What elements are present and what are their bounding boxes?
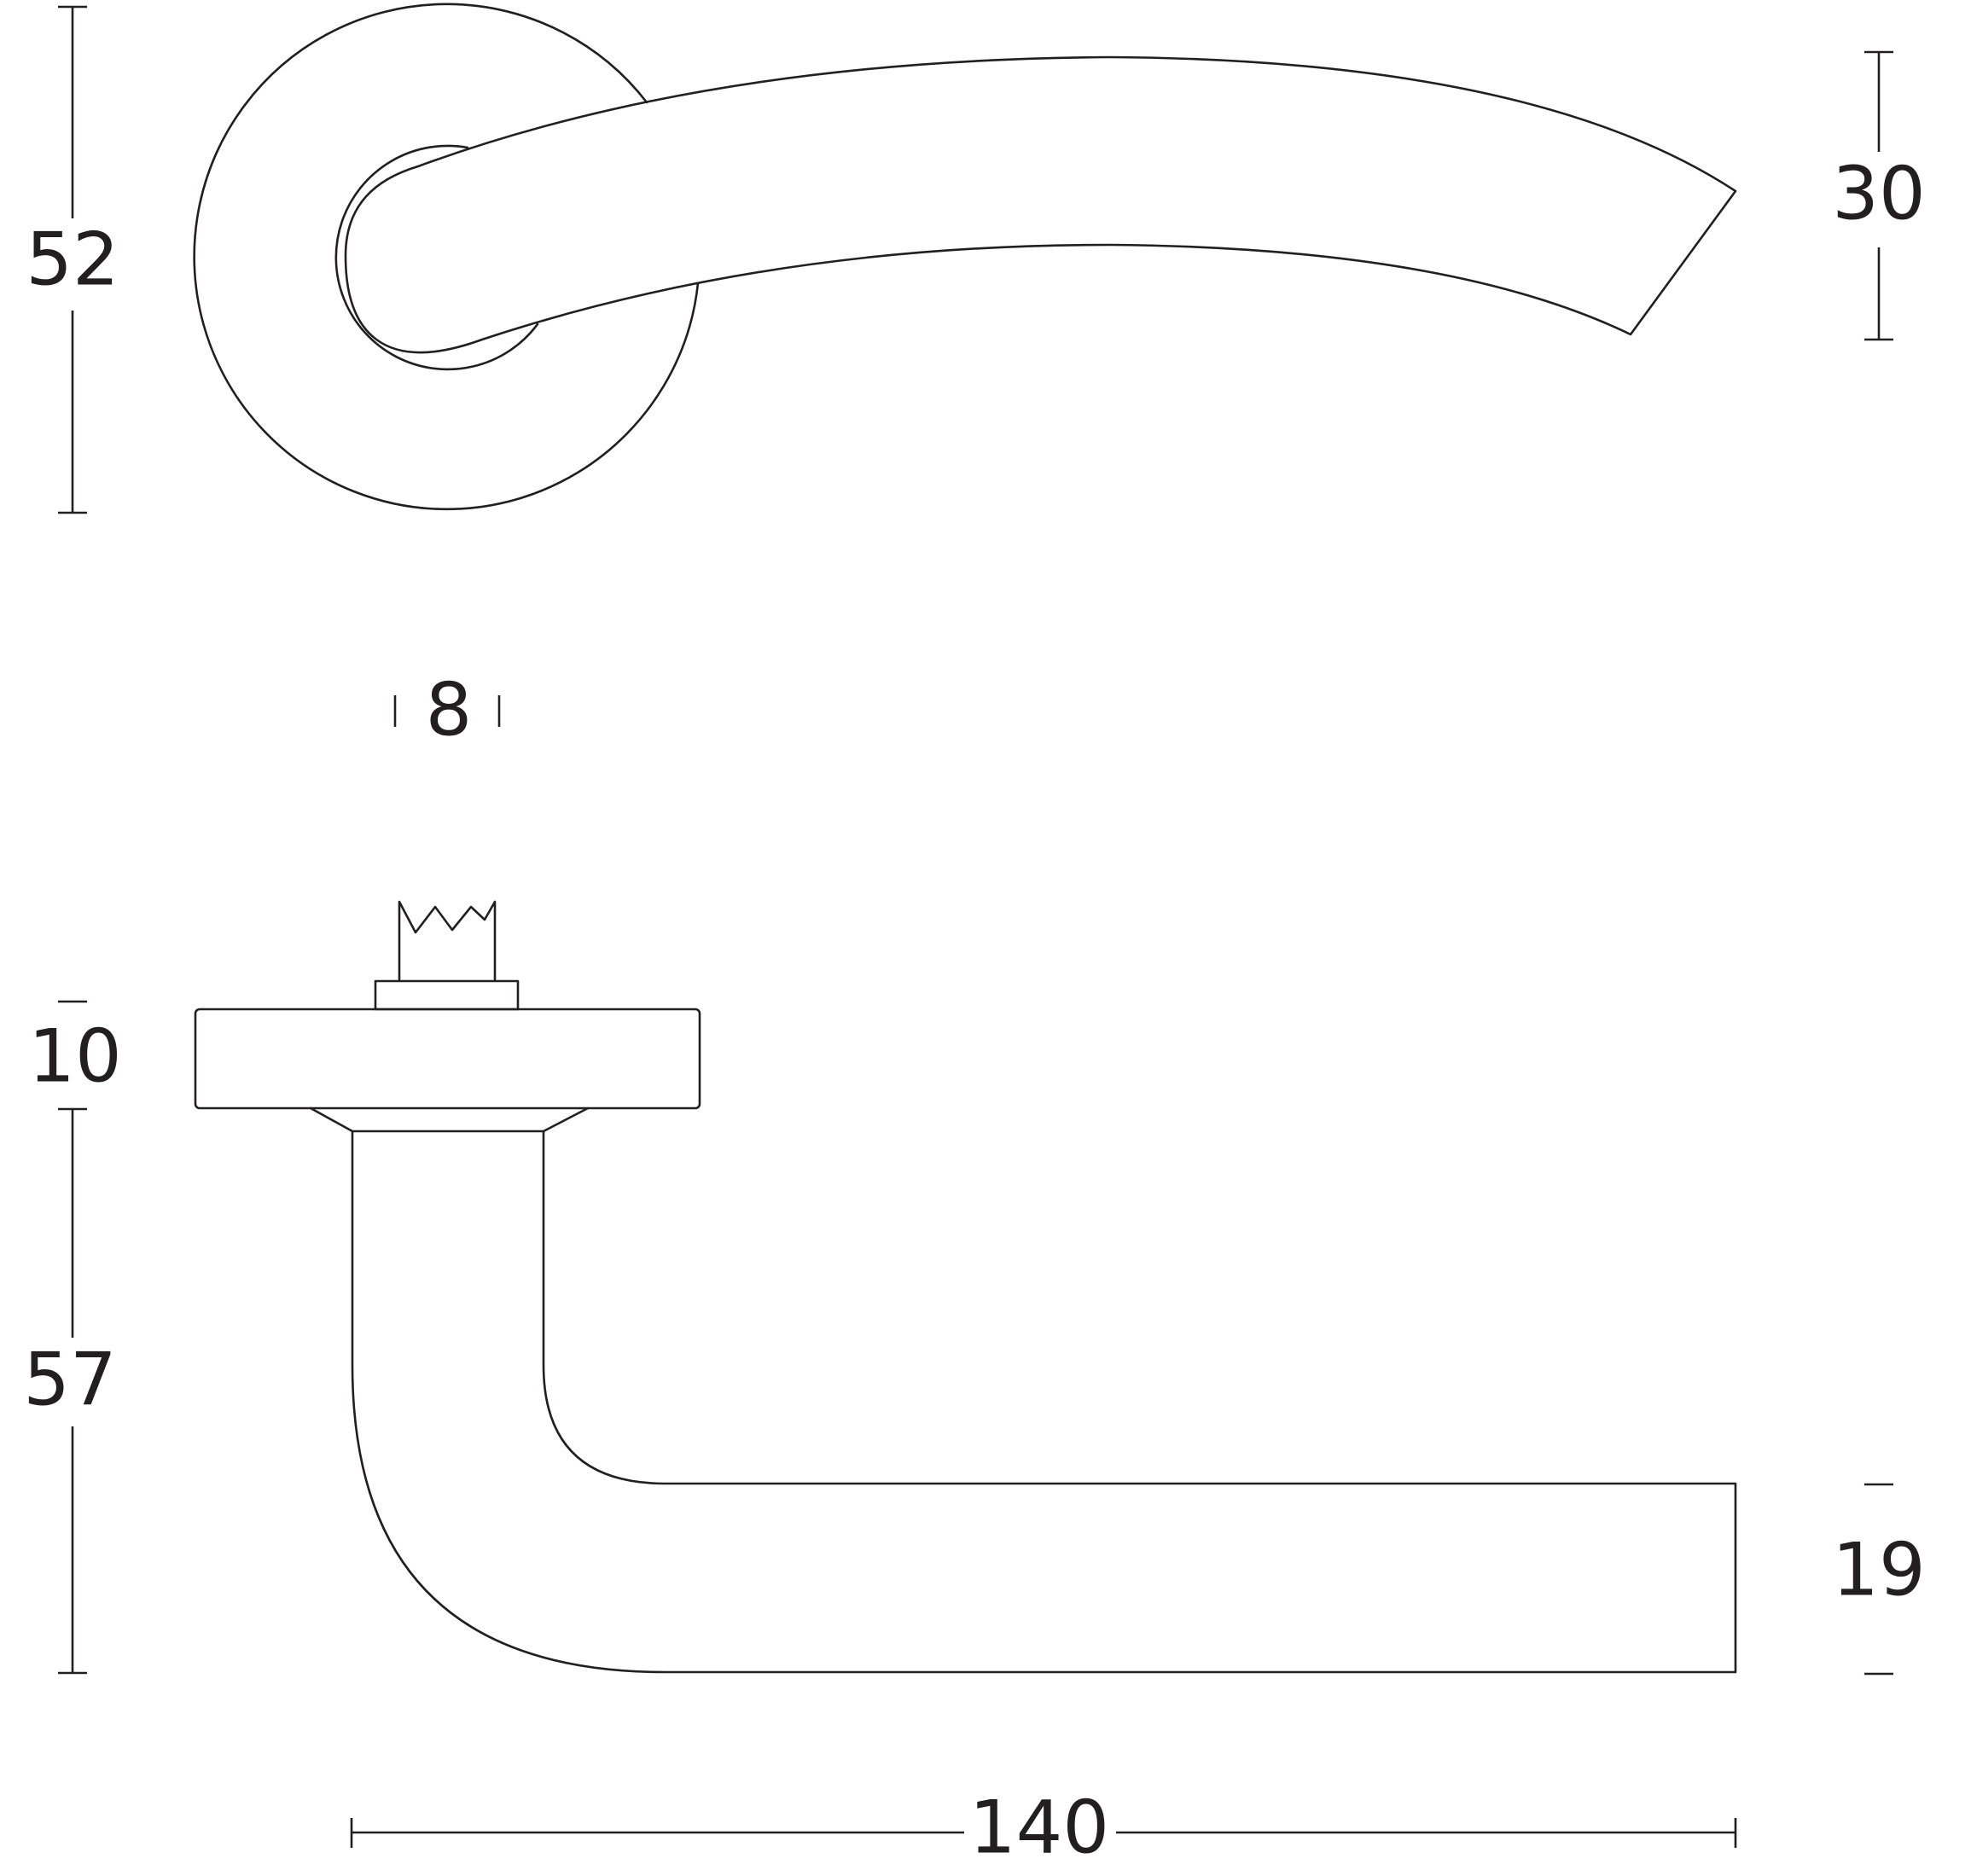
dim-lever-height: 30 (1832, 50, 1926, 341)
lever-top-outline (344, 55, 1737, 354)
spindle-tip (398, 900, 497, 981)
rose-outline (193, 3, 700, 511)
rose-plate (194, 1008, 701, 1110)
dim-spindle: 8 (393, 667, 501, 752)
dim-label-10: 10 (28, 1014, 121, 1099)
dim-lever-length: 140 (350, 1785, 1737, 1870)
dim-label-8: 8 (426, 667, 473, 752)
neck-chamfer (309, 1106, 590, 1133)
dim-label-30: 30 (1832, 151, 1925, 236)
lever-side-outline (351, 1130, 1737, 1674)
dim-label-57: 57 (23, 1337, 116, 1422)
dim-label-19: 19 (1832, 1527, 1925, 1612)
spindle-collar (374, 979, 520, 1011)
side-view (194, 900, 1737, 1674)
dim-grip-thickness: 19 (1832, 1483, 1926, 1676)
dim-lever-projection: 57 (23, 1109, 117, 1675)
top-view (193, 3, 1737, 511)
dim-label-52: 52 (26, 217, 119, 302)
boss-outline (334, 144, 539, 371)
dim-rose-thickness: 10 (28, 1000, 122, 1111)
dim-rose-diameter: 52 (26, 5, 119, 514)
dim-label-140: 140 (969, 1785, 1109, 1870)
